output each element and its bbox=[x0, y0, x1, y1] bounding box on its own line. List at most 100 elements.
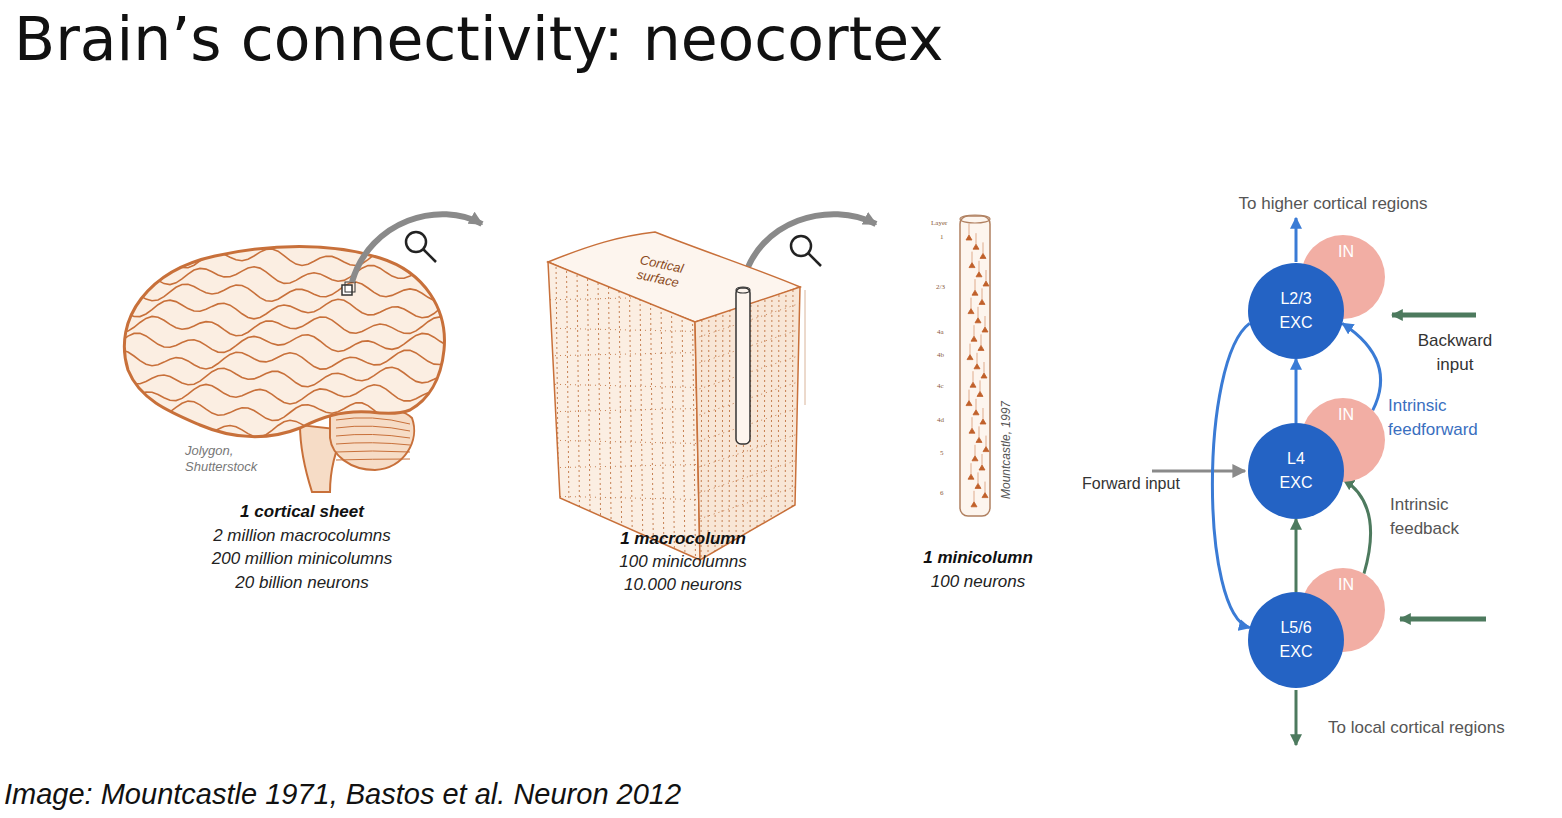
node-label: IN bbox=[1338, 243, 1354, 261]
neuron-mark bbox=[983, 447, 989, 452]
pathway-label: Intrinsic feedback bbox=[1390, 493, 1502, 541]
dendrite-stroke bbox=[609, 282, 612, 560]
neuron-mark bbox=[974, 364, 980, 369]
neuron-mark bbox=[982, 288, 983, 299]
excitatory-neuron: L5/6 EXC bbox=[1248, 592, 1344, 688]
neuron-mark bbox=[983, 281, 989, 286]
neuron-mark bbox=[974, 491, 975, 502]
neuron-mark bbox=[975, 279, 976, 290]
dendrite-stroke bbox=[708, 280, 709, 560]
connection-arrow bbox=[1342, 323, 1380, 410]
neuron-mark bbox=[968, 474, 974, 479]
neuron-mark bbox=[969, 263, 975, 268]
layer-stroke bbox=[540, 294, 810, 300]
dendrite-stroke bbox=[651, 298, 654, 560]
node-label: IN bbox=[1338, 576, 1354, 594]
node-label: L4 EXC bbox=[1274, 447, 1318, 495]
layer-mark: 4c bbox=[937, 382, 944, 390]
gyrus-stroke bbox=[110, 316, 446, 335]
dendrite-stroke bbox=[771, 280, 772, 560]
cerebellum-stroke bbox=[336, 459, 410, 460]
neuron-mark bbox=[969, 428, 975, 433]
node-label: IN bbox=[1338, 406, 1354, 424]
neuron-mark bbox=[976, 437, 982, 442]
neuron-mark bbox=[966, 235, 972, 240]
gyrus-stroke bbox=[110, 249, 446, 268]
neuron-mark bbox=[973, 410, 979, 415]
neuron-mark bbox=[969, 224, 970, 235]
neuron-mark bbox=[977, 353, 978, 364]
neuron-mark bbox=[978, 472, 979, 483]
neuron-mark bbox=[978, 345, 984, 350]
input-label: Backward input bbox=[1405, 329, 1505, 377]
gyrus-stroke bbox=[110, 299, 446, 319]
dendrite-stroke bbox=[764, 280, 765, 560]
layer-mark: 4d bbox=[937, 416, 944, 424]
neuron-mark bbox=[980, 380, 981, 391]
dendrite-stroke bbox=[693, 314, 696, 560]
neuron-mark bbox=[971, 463, 972, 474]
dendrite-stroke bbox=[785, 280, 786, 560]
scale-heading: 1 macrocolumn bbox=[620, 529, 746, 549]
node-label: L5/6 EXC bbox=[1274, 616, 1318, 664]
layer-mark: 4a bbox=[937, 328, 944, 336]
neuron-mark bbox=[972, 252, 973, 263]
slide-title: Brain’s connectivity: neocortex bbox=[14, 4, 944, 74]
connection-arrow bbox=[1295, 359, 1298, 423]
connection-arrow bbox=[1212, 323, 1249, 627]
scale-count: 100 minicolumns bbox=[619, 552, 747, 572]
pathway-label: Intrinsic feedforward bbox=[1388, 394, 1500, 442]
connection-arrow bbox=[1295, 519, 1298, 592]
neuron-mark bbox=[967, 355, 973, 360]
macrocolumn-block bbox=[540, 232, 810, 560]
neuron-mark bbox=[972, 417, 973, 428]
dendrite-stroke bbox=[556, 262, 559, 560]
minicolumn-drawing bbox=[960, 215, 990, 516]
neuron-mark bbox=[973, 371, 974, 382]
gyrus-stroke bbox=[110, 350, 446, 369]
neuron-mark bbox=[983, 242, 984, 253]
neuron-mark bbox=[974, 325, 975, 336]
dendrite-stroke bbox=[640, 294, 643, 560]
neuron-mark bbox=[970, 382, 976, 387]
image-source: Jolygon, Shutterstock bbox=[185, 443, 280, 475]
neuron-mark bbox=[983, 408, 984, 419]
layer-stroke bbox=[540, 440, 810, 446]
neuron-mark bbox=[975, 445, 976, 456]
scale-heading: 1 minicolumn bbox=[923, 548, 1033, 568]
neuron-mark bbox=[972, 456, 978, 461]
output-label: To higher cortical regions bbox=[1239, 194, 1428, 214]
cerebellum-stroke bbox=[336, 451, 410, 452]
cerebellum-stroke bbox=[336, 418, 410, 424]
layer-stroke bbox=[540, 350, 810, 356]
layer-mark: 5 bbox=[940, 449, 944, 457]
dendrite-stroke bbox=[792, 280, 793, 560]
dendrite-stroke bbox=[567, 266, 570, 560]
dendrite-stroke bbox=[672, 306, 675, 560]
neuron-mark bbox=[975, 318, 981, 323]
input-label: Forward input bbox=[1082, 475, 1180, 493]
layer-mark: 4b bbox=[937, 351, 944, 359]
neuron-mark bbox=[969, 390, 970, 401]
cerebellum-stroke bbox=[336, 426, 410, 431]
neuron-mark bbox=[979, 299, 985, 304]
neuron-mark bbox=[979, 426, 980, 437]
dendrite-stroke bbox=[729, 280, 730, 560]
image-credit: Image: Mountcastle 1971, Bastos et al. N… bbox=[4, 778, 681, 811]
neuron-mark bbox=[966, 401, 972, 406]
neuron-mark bbox=[982, 327, 988, 332]
scale-count: 200 million minicolumns bbox=[212, 549, 392, 569]
neuron-mark bbox=[970, 344, 971, 355]
neuron-mark bbox=[982, 493, 988, 498]
neuron-mark bbox=[978, 307, 979, 318]
neuron-mark bbox=[980, 253, 986, 258]
scale-count: 20 billion neurons bbox=[235, 573, 368, 593]
layer-mark: 6 bbox=[940, 489, 944, 497]
layer-stroke bbox=[540, 328, 810, 334]
neuron-mark bbox=[971, 298, 972, 309]
connection-arrow bbox=[1343, 479, 1370, 573]
scale-heading: 1 cortical sheet bbox=[240, 502, 364, 522]
layer-mark: Layer bbox=[931, 219, 947, 227]
node-label: L2/3 EXC bbox=[1274, 287, 1318, 335]
layer-stroke bbox=[690, 456, 810, 496]
